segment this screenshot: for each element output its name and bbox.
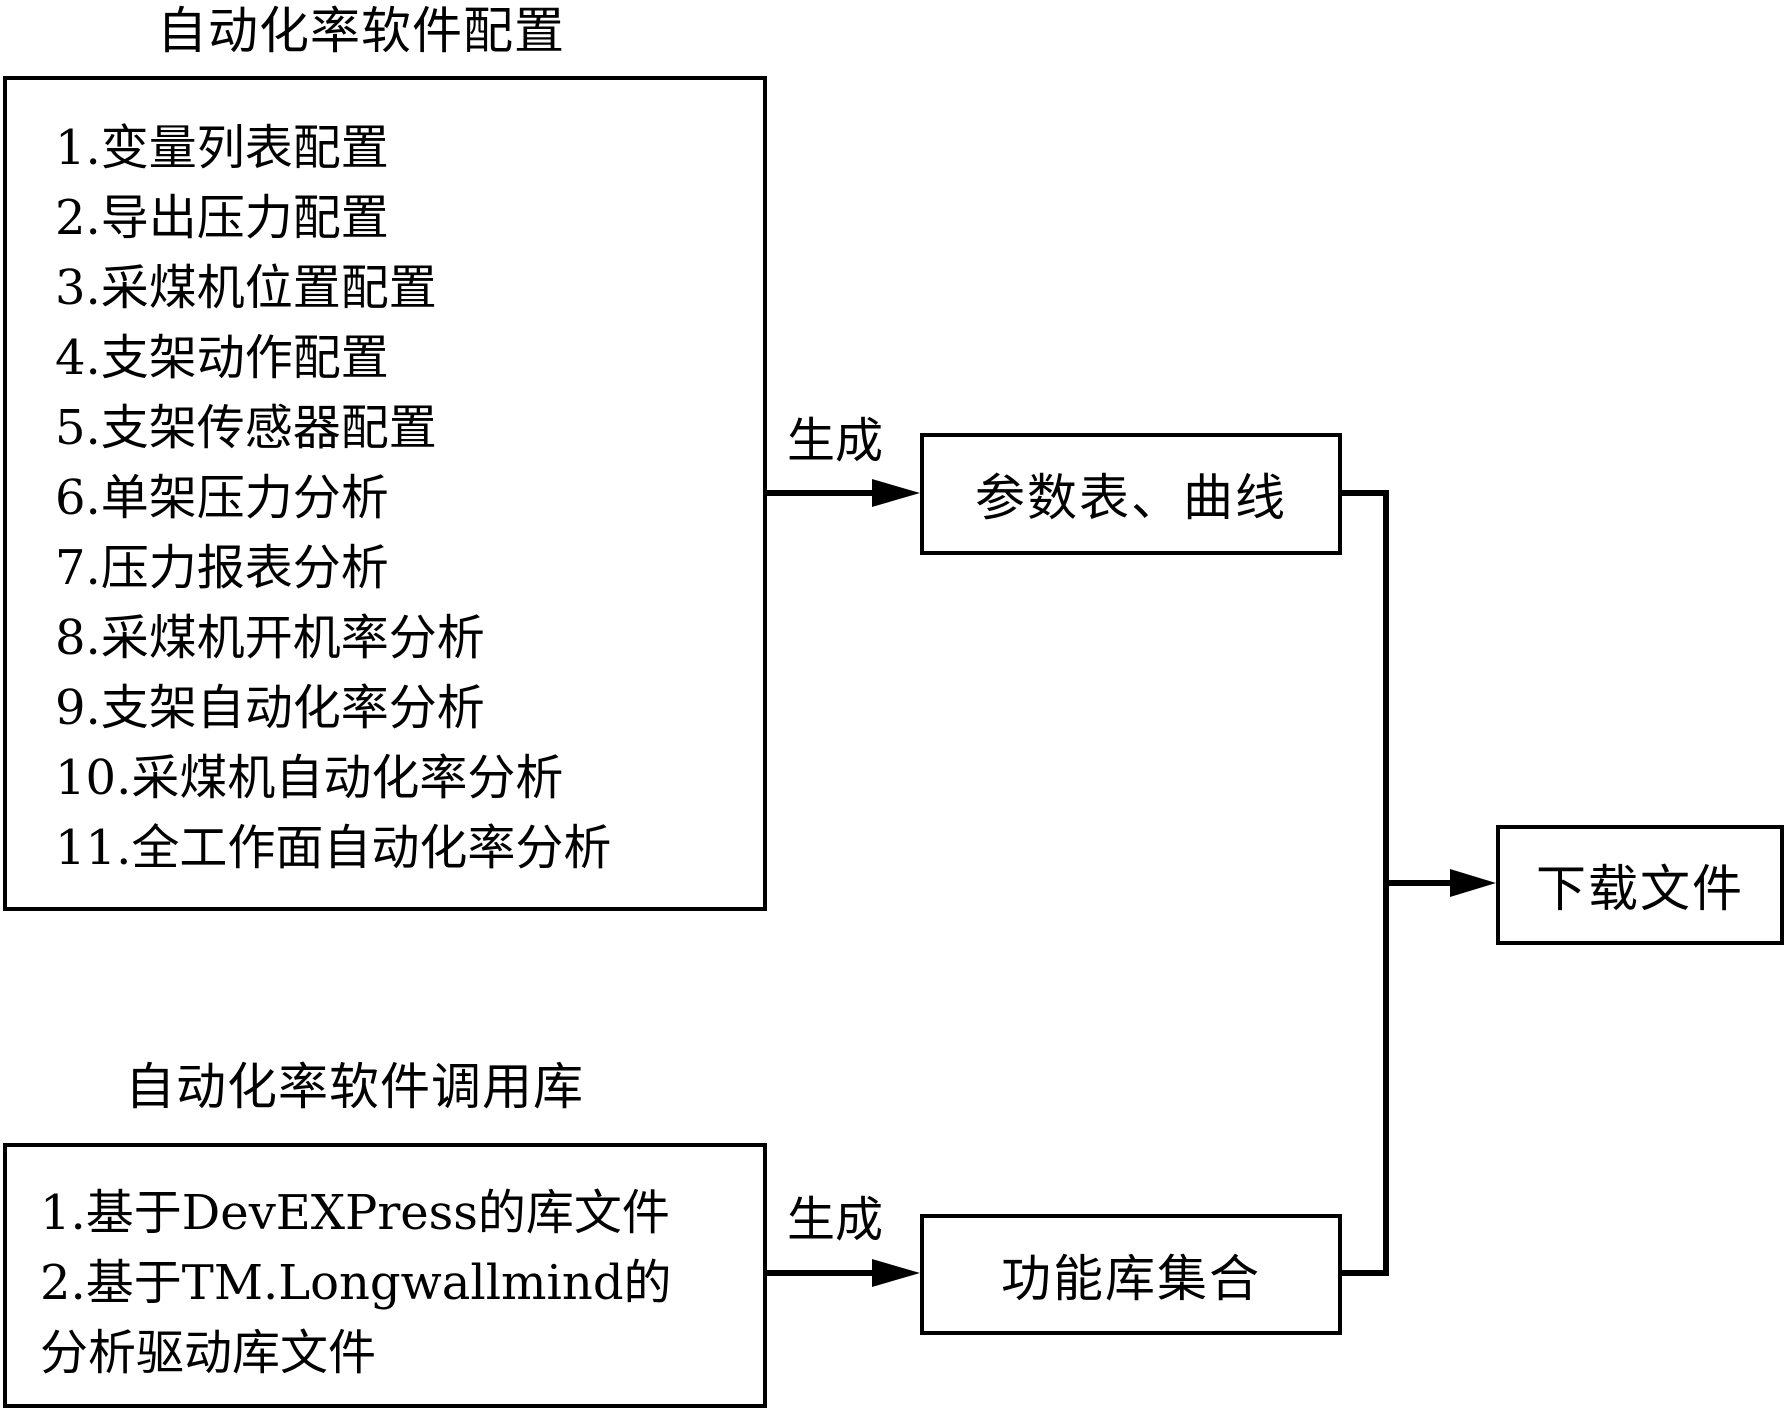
config-item: 1.变量列表配置 xyxy=(55,120,389,176)
arrowhead-config-to-params xyxy=(872,479,920,507)
config-list-box xyxy=(3,76,767,911)
params-curves-box: 参数表、曲线 xyxy=(920,433,1342,555)
function-library-set-box: 功能库集合 xyxy=(920,1214,1342,1335)
config-item-list: 1.变量列表配置 2.导出压力配置 3.采煤机位置配置 4.支架动作配置 5.支… xyxy=(55,113,611,883)
config-item: 3.采煤机位置配置 xyxy=(55,260,437,316)
config-item: 5.支架传感器配置 xyxy=(55,400,437,456)
library-list-box xyxy=(3,1143,767,1408)
library-item: 分析驱动库文件 xyxy=(40,1325,377,1381)
edge-label-generate-bottom: 生成 xyxy=(787,1192,884,1248)
config-item: 7.压力报表分析 xyxy=(55,540,389,596)
arrowhead-library-to-functions xyxy=(872,1259,920,1287)
config-section-title: 自动化率软件配置 xyxy=(157,2,565,60)
arrowhead-merge-to-download xyxy=(1450,869,1496,897)
library-item: 1.基于DevEXPress的库文件 xyxy=(40,1185,670,1241)
library-section-title: 自动化率软件调用库 xyxy=(125,1058,584,1116)
library-item-list: 1.基于DevEXPress的库文件 2.基于TM.Longwallmind的 … xyxy=(40,1178,672,1388)
config-item: 6.单架压力分析 xyxy=(55,470,389,526)
config-item: 10.采煤机自动化率分析 xyxy=(55,750,564,806)
connector-params-to-merge xyxy=(1340,490,1389,1276)
params-curves-label: 参数表、曲线 xyxy=(975,469,1287,527)
config-item: 4.支架动作配置 xyxy=(55,330,389,386)
config-item: 2.导出压力配置 xyxy=(55,190,389,246)
config-item: 11.全工作面自动化率分析 xyxy=(55,820,612,876)
config-item: 9.支架自动化率分析 xyxy=(55,680,485,736)
library-item: 2.基于TM.Longwallmind的 xyxy=(40,1255,672,1311)
config-item: 8.采煤机开机率分析 xyxy=(55,610,485,666)
function-library-set-label: 功能库集合 xyxy=(1001,1249,1261,1308)
edge-label-generate-top: 生成 xyxy=(787,413,884,469)
download-files-label: 下载文件 xyxy=(1536,860,1744,918)
download-files-box: 下载文件 xyxy=(1496,825,1784,945)
